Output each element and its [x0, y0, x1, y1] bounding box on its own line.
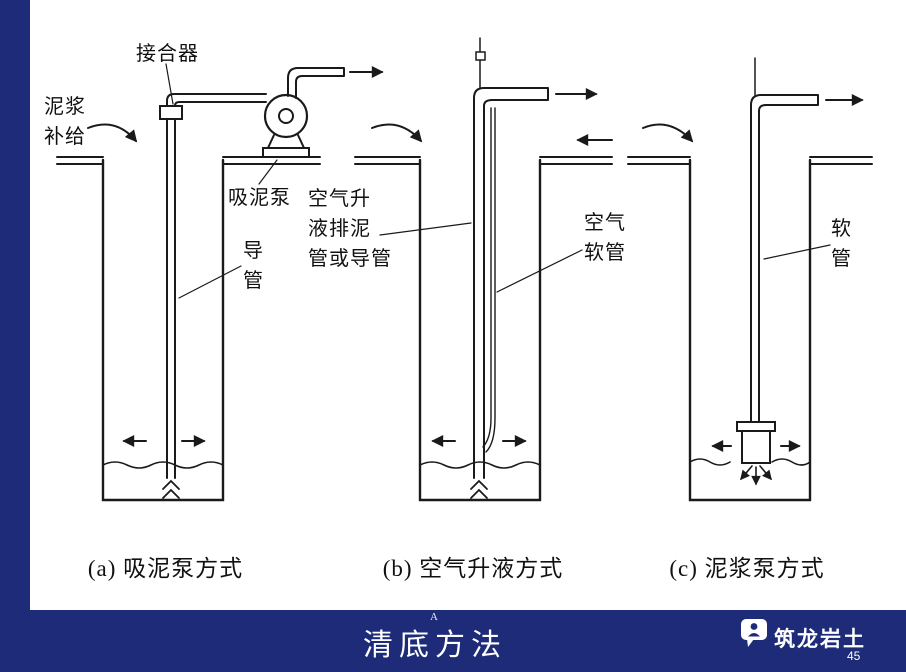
leader-conduit: [178, 265, 242, 299]
spray-arrow-left-c: [740, 465, 753, 481]
inflow-chevrons-a: [162, 479, 180, 499]
page-number: 45: [847, 649, 861, 663]
figure-a-drawing: [56, 63, 384, 502]
figure-c-drawing: [627, 57, 873, 502]
elbow-pipe-a: [166, 93, 267, 107]
leader-hose-c: [763, 244, 831, 260]
inflow-chevrons-b: [470, 479, 488, 499]
coupler-a: [159, 105, 183, 120]
chat-bubble-person-icon: [741, 619, 767, 647]
ground-a: [56, 156, 321, 165]
mud-supply-arrow-c: [642, 123, 694, 143]
label-air-hose: 空气 软管: [584, 212, 626, 264]
pump-hub-a: [278, 108, 294, 124]
caption-b: (b) 空气升液方式: [382, 556, 564, 581]
pump-a: [263, 93, 309, 139]
well-a: [101, 158, 225, 502]
leader-airlift: [379, 222, 472, 236]
label-airlift-pipe: 空气升 液排泥 管或导管: [308, 188, 392, 270]
sediment-a: [102, 461, 224, 469]
well-b: [418, 158, 542, 502]
title-superscript: A: [430, 611, 438, 623]
sediment-b: [419, 461, 541, 469]
well-c: [688, 158, 812, 502]
slide-left-border: [0, 0, 30, 672]
leader-pump: [258, 159, 278, 185]
pump-outlet-a: [287, 67, 345, 99]
air-inlet-fitting-b: [475, 51, 486, 61]
hose-c: [750, 94, 819, 426]
pump-plate-a: [262, 147, 310, 158]
label-hose: 软 管: [831, 218, 852, 270]
label-suction-pump: 吸泥泵: [228, 187, 291, 209]
air-hose-b: [482, 107, 496, 453]
sediment-c: [689, 458, 811, 466]
suction-pipe-a: [166, 118, 176, 479]
pump-collar-c: [736, 421, 776, 432]
caption-a: (a) 吸泥泵方式: [87, 556, 244, 581]
leader-airhose: [496, 249, 583, 293]
mud-supply-arrow-b: [371, 123, 423, 143]
spray-arrow-right-c: [759, 465, 772, 481]
airlift-pipe-b: [473, 87, 549, 479]
label-coupler: 接合器: [136, 43, 199, 65]
figure-b-drawing: [354, 37, 613, 502]
brand-name: 筑龙岩土: [774, 628, 866, 651]
mud-supply-arrow-a: [87, 123, 138, 143]
caption-c: (c) 泥浆泵方式: [669, 556, 825, 581]
label-mud-supply: 泥浆 补给: [44, 96, 86, 148]
ground-b: [354, 156, 613, 165]
ground-c: [627, 156, 873, 165]
label-conduit: 导 管: [243, 240, 264, 292]
slide-title: 清底方法: [363, 629, 507, 662]
leader-coupler: [165, 63, 174, 105]
pump-body-c: [741, 430, 771, 464]
